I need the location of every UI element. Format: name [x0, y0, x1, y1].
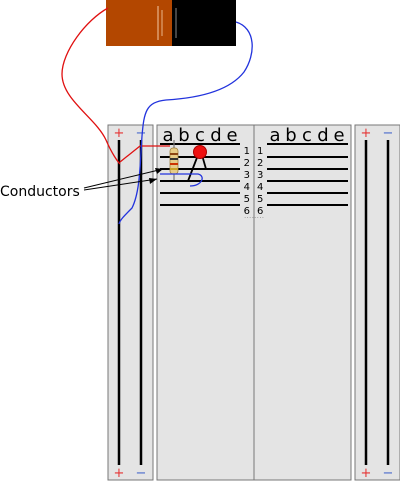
resistor [169, 140, 179, 180]
conductors-label: Conductors [0, 184, 80, 200]
right-power-rail: + − + − [354, 124, 400, 481]
column-letter: b [285, 125, 296, 146]
left-column-letters: a b c d e [162, 125, 237, 146]
column-letter: a [269, 125, 280, 146]
callout-arrow [83, 168, 164, 189]
left-rail-panel [107, 124, 154, 481]
resistor-body [169, 147, 179, 175]
row-number: 1 [244, 146, 250, 157]
row-number: 6 [244, 206, 250, 217]
callout-arrow [83, 178, 158, 191]
terminal-strip: a b c d e a b c d e [156, 124, 352, 481]
rail-plus-sign: + [361, 126, 372, 141]
row-number: 4 [257, 182, 263, 193]
column-letter: d [210, 125, 221, 146]
resistor-band [170, 153, 178, 155]
callout-arrowhead [155, 168, 163, 174]
column-letter: c [302, 125, 312, 146]
red-wire [61, 7, 170, 165]
right-rail-panel [354, 124, 400, 481]
continuation-dots: ........ [244, 211, 264, 220]
column-letter: b [178, 125, 189, 146]
resistor-band [170, 168, 178, 170]
rail-plus-sign: + [361, 466, 372, 481]
row-number: 4 [244, 182, 250, 193]
row-number: 5 [244, 194, 250, 205]
row-numbers: 1 2 3 4 5 6 1 2 3 4 5 6 [244, 146, 264, 217]
row-number: 2 [244, 158, 250, 169]
rail-plus-sign: + [114, 126, 125, 141]
right-column-letters: a b c d e [269, 125, 344, 146]
led-leg [187, 154, 199, 182]
rail-minus-sign: − [383, 126, 394, 141]
conductors-callout: Conductors [0, 168, 164, 200]
callout-arrowhead [149, 178, 157, 184]
rail-minus-sign: − [136, 466, 147, 481]
left-power-rail: + − + − [107, 124, 154, 481]
column-letter: a [162, 125, 173, 146]
blue-wire [118, 21, 253, 225]
battery-negative-half [172, 0, 236, 46]
resistor-band [170, 163, 178, 165]
rail-plus-sign: + [114, 466, 125, 481]
led [187, 145, 207, 182]
row-number: 5 [257, 194, 263, 205]
battery-positive-half [106, 0, 172, 46]
rail-minus-sign: − [136, 126, 147, 141]
column-letter: e [226, 125, 237, 146]
battery [106, 0, 236, 46]
rail-minus-sign: − [383, 466, 394, 481]
row-number: 3 [257, 170, 263, 181]
row-number: 2 [257, 158, 263, 169]
led-body [193, 145, 207, 159]
resistor-band [170, 158, 178, 160]
row-number: 1 [257, 146, 263, 157]
column-letter: e [333, 125, 344, 146]
column-letter: d [317, 125, 328, 146]
column-letter: c [195, 125, 205, 146]
row-number: 6 [257, 206, 263, 217]
row-number: 3 [244, 170, 250, 181]
